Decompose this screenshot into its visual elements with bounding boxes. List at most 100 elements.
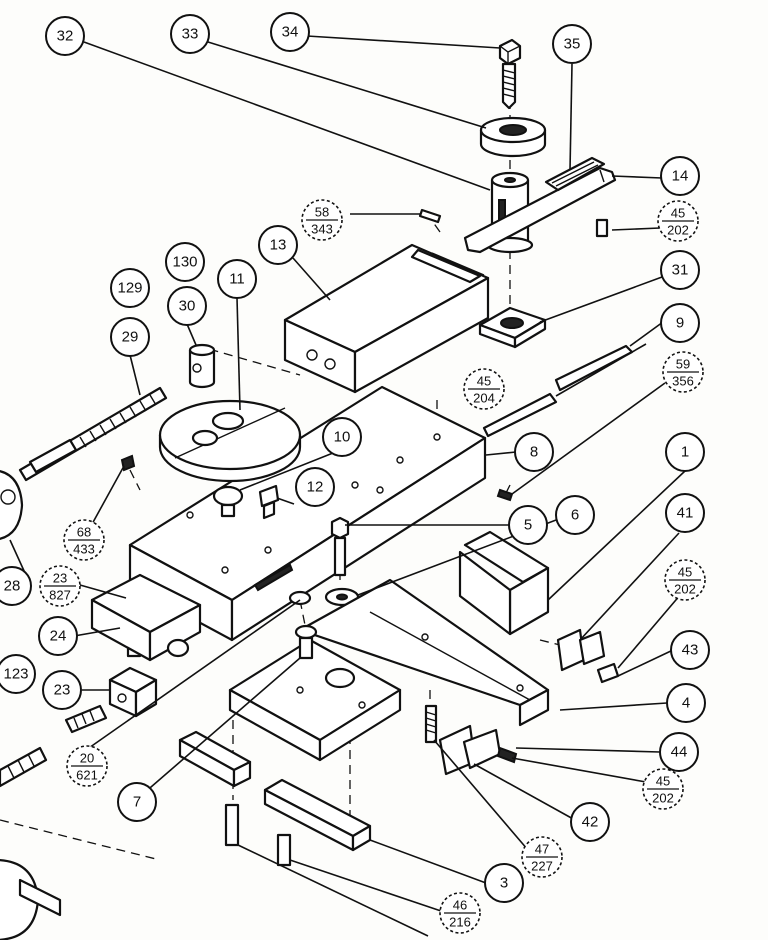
callout-24: 24 (38, 616, 78, 656)
callout-12-label: 12 (307, 479, 324, 496)
callout-31-label: 31 (672, 262, 689, 279)
callout-41: 41 (665, 493, 705, 533)
callout-33-label: 33 (182, 26, 199, 43)
ref-59-356: 59 356 (662, 351, 704, 393)
callout-11: 11 (217, 259, 257, 299)
callout-29: 29 (110, 317, 150, 357)
part-1-bracket (458, 530, 550, 636)
ref-20-621: 20 621 (66, 745, 108, 787)
part-14-lever (463, 156, 617, 254)
ref-45-202-a-bottom: 202 (667, 223, 689, 238)
ref-45-204-top: 45 (477, 374, 491, 389)
part-leadscrew-left (0, 746, 48, 788)
ref-45-202-a-top: 45 (671, 206, 685, 221)
ref-46-216-top: 46 (453, 898, 467, 913)
callout-23-label: 23 (54, 682, 71, 699)
callout-30: 30 (167, 286, 207, 326)
callout-35-label: 35 (564, 36, 581, 53)
callout-44: 44 (659, 732, 699, 772)
ref-58-343: 58 343 (301, 199, 343, 241)
callout-4-label: 4 (682, 695, 690, 712)
ref-45-202-c: 45 202 (642, 768, 684, 810)
part-left-slide-end (90, 573, 202, 662)
ref-68-433-bottom: 433 (73, 542, 95, 557)
ref-47-227: 47 227 (521, 836, 563, 878)
callout-3-label: 3 (500, 875, 508, 892)
callout-13: 13 (258, 225, 298, 265)
callout-28-label: 28 (4, 578, 21, 595)
callout-123-label: 123 (3, 666, 28, 683)
callout-12: 12 (295, 467, 335, 507)
ref-46-216: 46 216 (439, 892, 481, 934)
callout-33: 33 (170, 14, 210, 54)
callout-10: 10 (322, 417, 362, 457)
part-12-screw (258, 484, 280, 520)
part-45-202-screw-top (595, 218, 609, 238)
part-29-screw-shaft (18, 386, 168, 482)
callout-29-label: 29 (122, 329, 139, 346)
part-left-hub (0, 470, 24, 540)
callout-41-label: 41 (677, 505, 694, 522)
leader-lines (9, 35, 686, 937)
callout-13-label: 13 (270, 237, 287, 254)
ref-20-621-bottom: 621 (76, 768, 98, 783)
part-44-screw (496, 746, 518, 764)
part-33-washer (479, 116, 547, 158)
part-7-base (228, 638, 402, 762)
part-small-nut (288, 590, 312, 606)
part-34-bolt (498, 38, 522, 110)
callout-9: 9 (660, 303, 700, 343)
ref-59-356-top: 59 (676, 357, 690, 372)
callout-129-label: 129 (117, 280, 142, 297)
ref-58-343-top: 58 (315, 205, 329, 220)
callout-3: 3 (484, 863, 524, 903)
ref-45-202-c-top: 45 (656, 774, 670, 789)
ref-23-827-top: 23 (53, 571, 67, 586)
part-58-343-pin (418, 208, 442, 224)
ref-47-227-bottom: 227 (531, 859, 553, 874)
part-5-bolt (330, 516, 350, 577)
callout-8-label: 8 (530, 444, 538, 461)
ref-23-827-bottom: 827 (49, 588, 71, 603)
callout-129: 129 (110, 268, 150, 308)
part-30-pin (188, 343, 216, 389)
part-59-356-screw (496, 488, 514, 502)
ref-68-433: 68 433 (63, 519, 105, 561)
ref-68-433-top: 68 (77, 525, 91, 540)
part-23-block (108, 666, 158, 718)
callout-24-label: 24 (50, 628, 67, 645)
callout-43: 43 (670, 630, 710, 670)
callout-43-label: 43 (682, 642, 699, 659)
part-11-disc (158, 399, 302, 483)
callout-4: 4 (666, 683, 706, 723)
callout-10-label: 10 (334, 429, 351, 446)
callout-42-label: 42 (582, 814, 599, 831)
ref-45-202-b: 45 202 (664, 559, 706, 601)
ref-45-204: 45 204 (463, 368, 505, 410)
part-20-621-spring (64, 704, 108, 734)
part-47-227-screw (424, 704, 438, 744)
part-handwheel-left (0, 859, 62, 940)
callout-31: 31 (660, 250, 700, 290)
callout-7-label: 7 (133, 794, 141, 811)
callout-130-label: 130 (172, 254, 197, 271)
ref-59-356-bottom: 356 (672, 374, 694, 389)
callout-123: 123 (0, 654, 36, 694)
part-41-plate (556, 628, 606, 672)
part-4-rail (298, 578, 550, 727)
part-9-gibs (482, 344, 634, 438)
callout-35: 35 (552, 24, 592, 64)
callout-6: 6 (555, 495, 595, 535)
part-31-square-nut (478, 306, 547, 349)
callout-23: 23 (42, 670, 82, 710)
part-43-screw (596, 662, 620, 684)
ref-47-227-top: 47 (535, 842, 549, 857)
callout-130: 130 (165, 242, 205, 282)
part-10-knob (212, 485, 244, 518)
callout-32: 32 (45, 16, 85, 56)
ref-46-216-bottom: 216 (449, 915, 471, 930)
callout-11-label: 11 (229, 271, 245, 288)
callout-7: 7 (117, 782, 157, 822)
callout-34: 34 (270, 12, 310, 52)
